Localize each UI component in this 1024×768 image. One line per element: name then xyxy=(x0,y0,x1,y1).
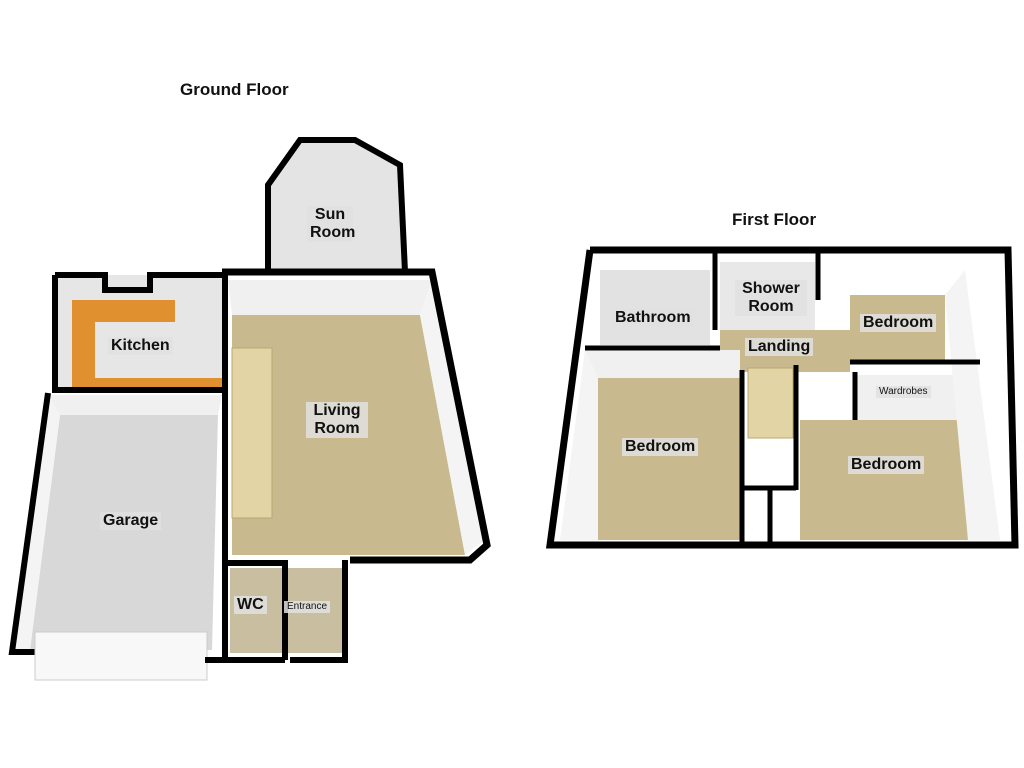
first-floor-outer-wall xyxy=(545,246,1019,549)
bedroom-right-label: Bedroom xyxy=(848,456,925,474)
garage-door xyxy=(34,631,208,681)
bedroom-left-floor xyxy=(598,378,740,540)
bedroom-top-label: Bedroom xyxy=(860,314,937,332)
living-room-label: Living Room xyxy=(306,402,368,438)
garage-label: Garage xyxy=(100,512,162,530)
first-floor-stairs xyxy=(747,367,794,439)
entrance-label: Entrance xyxy=(284,601,331,613)
garage-floor xyxy=(30,415,218,650)
bathroom-label: Bathroom xyxy=(612,309,694,327)
wardrobes-label: Wardrobes xyxy=(876,386,931,398)
ground-floor-title: Ground Floor xyxy=(180,80,289,99)
staircase xyxy=(231,347,273,519)
kitchen-label: Kitchen xyxy=(108,337,173,355)
kitchen-counter xyxy=(72,300,222,388)
ground-floor-plan xyxy=(8,137,491,681)
wc-label: WC xyxy=(234,596,267,614)
bedroom-right-floor xyxy=(800,420,968,540)
bedroom-left-label: Bedroom xyxy=(622,438,699,456)
landing-label: Landing xyxy=(745,338,814,356)
bathroom-floor xyxy=(600,270,710,345)
first-floor-title: First Floor xyxy=(732,210,817,229)
shower-room-label: Shower Room xyxy=(735,280,807,316)
sun-room-label: Sun Room xyxy=(307,206,355,242)
